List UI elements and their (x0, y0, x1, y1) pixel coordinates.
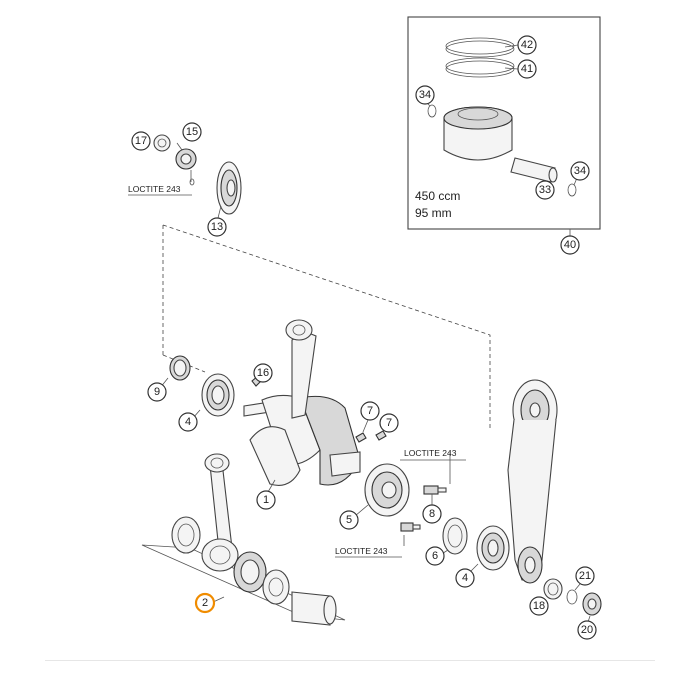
svg-text:7: 7 (367, 405, 373, 417)
svg-text:1: 1 (263, 494, 269, 506)
svg-text:7: 7 (386, 417, 392, 429)
piston-ring-bottom (445, 57, 515, 75)
svg-text:4: 4 (185, 416, 191, 428)
callout-16: 16 (253, 363, 273, 383)
svg-text:20: 20 (581, 624, 593, 636)
svg-text:9: 9 (154, 386, 160, 398)
nut-20 (582, 592, 602, 616)
callout-13: 13 (207, 217, 227, 237)
loctite-label-right: LOCTITE 243 (404, 448, 457, 458)
gear-13 (216, 161, 242, 215)
callout-20: 20 (577, 620, 597, 640)
callout-42: 42 (517, 35, 537, 55)
seal-ring-15 (175, 148, 197, 170)
callout-17: 17 (131, 131, 151, 151)
balancer-drive-chain (507, 379, 558, 584)
svg-text:42: 42 (521, 39, 533, 51)
crankshaft-assembly (243, 319, 361, 486)
bolt-upper (423, 485, 447, 495)
main-bearing-right (476, 525, 510, 571)
gear-5 (364, 463, 410, 517)
callout-8: 8 (422, 504, 442, 524)
callout-7-right: 7 (379, 413, 399, 433)
svg-text:18: 18 (533, 600, 545, 612)
washer-6 (442, 517, 468, 555)
callout-34-right: 34 (570, 161, 590, 181)
callout-4-right: 4 (455, 568, 475, 588)
svg-text:33: 33 (539, 184, 551, 196)
callout-2[interactable]: 2 (194, 592, 216, 614)
svg-text:21: 21 (579, 570, 591, 582)
piston-displacement: 450 ccm (415, 189, 460, 203)
svg-text:40: 40 (564, 239, 576, 251)
washer-21 (566, 589, 578, 605)
svg-text:16: 16 (257, 367, 269, 379)
callout-21: 21 (575, 566, 595, 586)
piston-pin (510, 157, 558, 183)
callout-18: 18 (529, 596, 549, 616)
main-bearing-left (201, 373, 235, 417)
conrod-kit (141, 453, 346, 626)
svg-text:4: 4 (462, 572, 468, 584)
washer-18 (543, 578, 563, 600)
bolt-lower (400, 522, 421, 532)
svg-text:13: 13 (211, 221, 223, 233)
svg-text:41: 41 (521, 63, 533, 75)
piston (443, 106, 513, 161)
callout-9: 9 (147, 382, 167, 402)
callout-41: 41 (517, 59, 537, 79)
svg-text:34: 34 (419, 89, 431, 101)
callout-34-left: 34 (415, 85, 435, 105)
callout-1: 1 (256, 490, 276, 510)
svg-text:15: 15 (186, 126, 198, 138)
svg-text:17: 17 (135, 135, 147, 147)
circlip-right (567, 183, 577, 197)
svg-text:8: 8 (429, 508, 435, 520)
loctite-label-top: LOCTITE 243 (128, 184, 181, 194)
footer-divider (45, 660, 655, 661)
callout-6: 6 (425, 546, 445, 566)
callout-33: 33 (535, 180, 555, 200)
callout-40: 40 (560, 235, 580, 255)
bearing-small-17 (153, 134, 171, 152)
piston-inset: 450 ccm 95 mm (407, 16, 601, 236)
shaft-seal-9 (169, 355, 191, 381)
loctite-label-bottom: LOCTITE 243 (335, 546, 388, 556)
callout-15: 15 (182, 122, 202, 142)
callout-7-left: 7 (360, 401, 380, 421)
callout-5: 5 (339, 510, 359, 530)
circlip-left (427, 104, 437, 118)
callout-4-left: 4 (178, 412, 198, 432)
svg-text:5: 5 (346, 514, 352, 526)
piston-bore: 95 mm (415, 206, 452, 220)
svg-text:6: 6 (432, 550, 438, 562)
svg-text:34: 34 (574, 165, 586, 177)
svg-text:2: 2 (202, 597, 208, 609)
